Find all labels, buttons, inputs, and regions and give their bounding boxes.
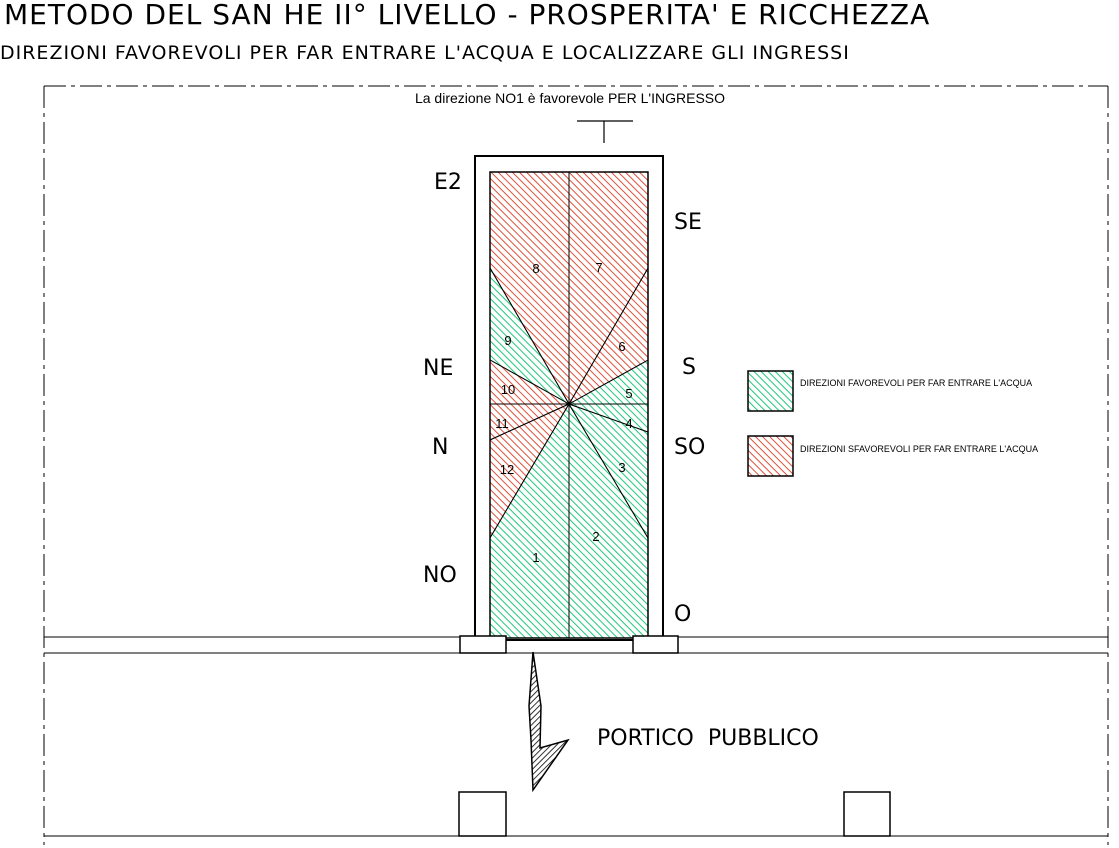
sector-fills: [489, 171, 649, 639]
entrance-arrow-icon: [528, 651, 570, 793]
page-title: METODO DEL SAN HE II° LIVELLO - PROSPERI…: [4, 0, 931, 31]
sector-label-3: 3: [618, 460, 625, 475]
entrance-note: La direzione NO1 è favorevole PER L'INGR…: [415, 90, 725, 106]
sector-label-11: 11: [495, 416, 509, 431]
street-line: [44, 636, 1108, 837]
legend-label-unfavorable: DIREZIONI SFAVOREVOLI PER FAR ENTRARE L'…: [800, 444, 1038, 454]
door-pillar-right: [632, 635, 679, 654]
door-pillar-left: [459, 635, 507, 654]
legend-label-favorable: DIREZIONI FAVOREVOLI PER FAR ENTRARE L'A…: [800, 378, 1032, 388]
sector-label-12: 12: [500, 462, 514, 477]
compass-label-ne: NE: [423, 356, 453, 381]
legend-swatch-favorable: [747, 370, 794, 412]
orientation-marker: [577, 120, 633, 143]
portico-label: PORTICO PUBBLICO: [597, 726, 819, 751]
compass-label-se: SE: [674, 210, 702, 235]
sector-label-8: 8: [532, 261, 539, 276]
sector-label-4: 4: [625, 416, 632, 431]
sector-label-7: 7: [595, 260, 602, 275]
building-outline: [474, 155, 664, 641]
portico-column-right: [843, 791, 891, 837]
compass-label-s: S: [682, 355, 696, 380]
sector-label-5: 5: [625, 386, 632, 401]
site-boundary: [43, 85, 1109, 845]
compass-label-n: N: [432, 435, 448, 460]
sector-label-9: 9: [504, 333, 511, 348]
legend-swatch-unfavorable: [747, 435, 794, 477]
compass-label-so: SO: [674, 435, 705, 460]
sector-label-6: 6: [618, 339, 625, 354]
portico-column-left: [458, 791, 507, 837]
sector-label-1: 1: [532, 550, 539, 565]
sector-label-10: 10: [501, 382, 515, 397]
compass-label-e2: E2: [434, 170, 462, 195]
sector-label-2: 2: [592, 529, 599, 544]
page-subtitle: DIREZIONI FAVOREVOLI PER FAR ENTRARE L'A…: [0, 42, 850, 64]
compass-label-no: NO: [423, 563, 457, 588]
compass-label-o: O: [674, 602, 691, 627]
